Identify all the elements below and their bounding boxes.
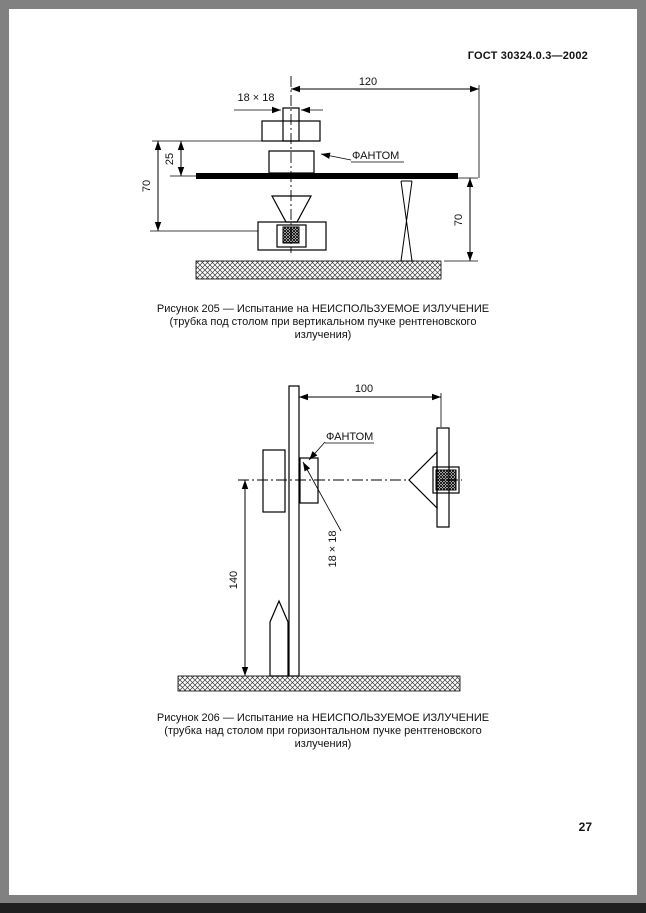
xray-tube-assembly [257,221,327,251]
dimension-120-label: 120 [359,76,377,88]
focal-spot-frame [432,466,460,494]
figure-206-caption: Рисунок 206 — Испытание на НЕИСПОЛЬЗУЕМО… [0,712,646,751]
cassette-holder [262,449,286,513]
dimension-70-left-label: 70 [141,180,153,192]
left-dimensions: 25 70 [141,140,262,232]
figure-205-diagram: 120 18 × 18 ФАНТОМ 25 70 [141,76,480,280]
tube-housing [257,221,327,251]
vertical-table-panel [288,385,300,677]
dimension-18x18-label: 18 × 18 [327,530,339,567]
phantom-callout: ФАНТОМ [320,150,404,163]
dimension-70-right-label: 70 [453,214,465,226]
phantom-box [299,457,319,504]
figure-205-caption: Рисунок 205 — Испытание на НЕИСПОЛЬЗУЕМО… [0,303,646,342]
phantom-callout: ФАНТОМ [308,431,374,461]
caption-line: излучения) [294,738,352,750]
dimension-100-label: 100 [355,383,373,395]
page-bottom-edge [0,903,646,913]
floor-hatch [177,675,461,692]
collimator-cone [270,195,313,223]
dimension-70-right: 70 [444,177,478,262]
focal-spot [435,469,457,491]
support-column [398,180,415,262]
table-top [196,173,458,179]
caption-line: Рисунок 206 — Испытание на НЕИСПОЛЬЗУЕМО… [156,712,490,724]
support-leg [269,599,289,677]
caption-line: Рисунок 205 — Испытание на НЕИСПОЛЬЗУЕМО… [156,303,490,315]
dimension-18x18: 18 × 18 [234,92,323,114]
dimension-25-label: 25 [164,153,176,165]
xray-tube-assembly [408,427,460,528]
floor-hatch [195,260,442,280]
dimension-140-label: 140 [228,571,240,589]
phantom-label: ФАНТОМ [352,150,399,162]
dimension-100: 100 [299,383,442,427]
dimension-18x18-label: 18 × 18 [237,92,274,104]
phantom-box [268,150,315,174]
dimension-120: 120 [291,76,480,178]
dimension-140: 140 [228,480,249,676]
phantom-label: ФАНТОМ [326,431,373,443]
figure-206-diagram: 100 ФАНТОМ 18 × 18 140 [177,383,462,692]
document-header: ГОСТ 30324.0.3—2002 [467,50,588,62]
caption-line: излучения) [294,329,352,341]
dimension-18x18: 18 × 18 [302,461,342,568]
detector-housing [261,120,321,142]
tube-insert [276,224,307,248]
page-number: 27 [578,820,592,834]
measuring-device [261,107,321,142]
caption-line: (трубка под столом при вертикальном пучк… [169,316,477,328]
focal-spot [282,226,300,244]
caption-line: (трубка над столом при горизонтальном пу… [164,725,482,737]
